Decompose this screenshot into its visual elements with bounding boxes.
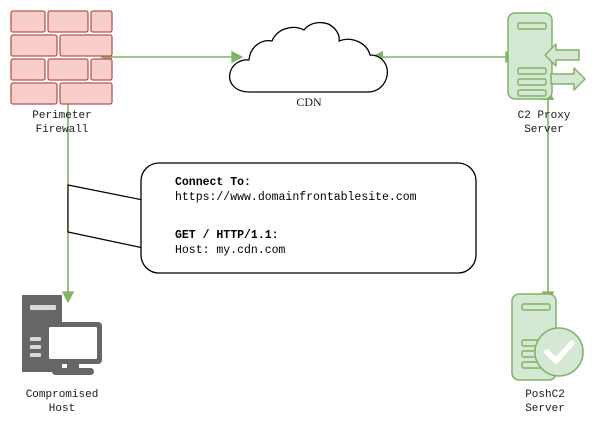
label-line-1: Perimeter: [32, 110, 92, 122]
desktop-computer-icon: [22, 295, 102, 375]
callout-line-connect-to: Connect To:: [175, 175, 251, 190]
label-line-2: Server: [525, 403, 565, 415]
label-line-1: PoshC2: [525, 389, 565, 401]
brick-wall-icon: [10, 10, 113, 105]
callout-text: Host: my.cdn.com: [175, 244, 286, 257]
label-cdn: CDN: [268, 95, 350, 109]
label-line-1: C2 Proxy: [517, 110, 571, 122]
label-line-2: Firewall: [35, 124, 89, 136]
callout-text: Connect To:: [175, 176, 251, 189]
label-line-1: Compromised: [25, 389, 99, 401]
server-check-icon: [511, 293, 584, 381]
callout-text: https://www.domainfrontablesite.com: [175, 191, 417, 204]
callout-line-get-request: GET / HTTP/1.1:: [175, 228, 279, 243]
callout-line-url: https://www.domainfrontablesite.com: [175, 190, 417, 205]
request-callout: [67, 162, 477, 274]
label-line-2: Server: [524, 124, 564, 136]
proxy-server-icon: [507, 12, 586, 100]
callout-text: GET / HTTP/1.1:: [175, 229, 279, 242]
label-line-2: Host: [48, 403, 76, 415]
callout-line-host-header: Host: my.cdn.com: [175, 243, 285, 258]
cloud-icon: [228, 21, 388, 93]
label-line-1: CDN: [296, 95, 322, 109]
